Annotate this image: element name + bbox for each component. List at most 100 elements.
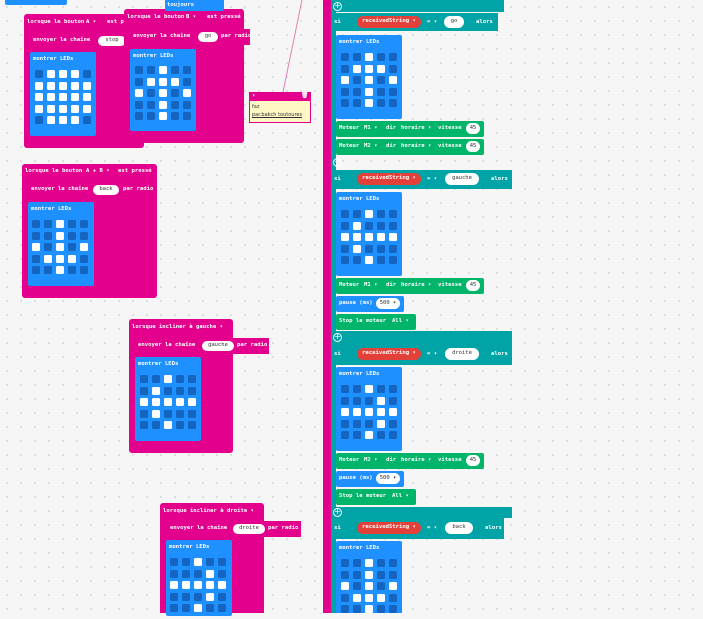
led-cell[interactable]: [80, 266, 88, 274]
led-cell[interactable]: [176, 409, 184, 418]
led-grid[interactable]: [341, 559, 401, 619]
led-cell[interactable]: [353, 99, 361, 107]
led-cell[interactable]: [341, 408, 349, 416]
led-cell[interactable]: [32, 220, 40, 228]
led-cell[interactable]: [377, 419, 385, 428]
led-cell[interactable]: [365, 419, 373, 428]
led-cell[interactable]: [365, 221, 373, 230]
event-label[interactable]: lorsque incliner à gauche: [132, 324, 223, 331]
led-cell[interactable]: [365, 256, 373, 264]
led-cell[interactable]: [389, 408, 397, 416]
led-cell[interactable]: [389, 233, 397, 241]
comment-bubble[interactable]: ▾ 🗑 faz par.bakch toutoures: [249, 92, 311, 123]
led-cell[interactable]: [188, 421, 196, 429]
led-cell[interactable]: [56, 254, 64, 263]
led-cell[interactable]: [365, 605, 373, 613]
led-cell[interactable]: [182, 558, 190, 566]
led-cell[interactable]: [377, 431, 385, 439]
stop-motor-block[interactable]: Stop le moteur All: [336, 314, 416, 330]
dir-dropdown[interactable]: horaire: [401, 143, 431, 150]
compare-op[interactable]: =: [427, 19, 437, 26]
received-var[interactable]: receivedString: [357, 173, 421, 185]
led-cell[interactable]: [365, 53, 373, 61]
led-cell[interactable]: [341, 582, 349, 590]
led-cell[interactable]: [56, 266, 64, 274]
led-cell[interactable]: [152, 386, 160, 395]
led-cell[interactable]: [194, 604, 202, 612]
led-cell[interactable]: [389, 87, 397, 96]
received-var[interactable]: receivedString: [357, 522, 421, 534]
led-cell[interactable]: [80, 220, 88, 228]
led-cell[interactable]: [80, 254, 88, 263]
led-cell[interactable]: [140, 386, 148, 395]
speed-value[interactable]: 45: [466, 123, 480, 134]
led-cell[interactable]: [183, 66, 191, 74]
led-cell[interactable]: [389, 605, 397, 613]
led-cell[interactable]: [171, 112, 179, 120]
led-cell[interactable]: [47, 70, 55, 78]
compare-value[interactable]: gauche: [445, 173, 479, 185]
show-leds-block[interactable]: montrer LEDs: [336, 192, 402, 276]
led-cell[interactable]: [341, 570, 349, 579]
led-cell[interactable]: [171, 77, 179, 86]
led-cell[interactable]: [365, 559, 373, 567]
led-cell[interactable]: [80, 231, 88, 240]
received-var[interactable]: receivedString: [357, 16, 421, 28]
show-leds-block[interactable]: montrer LEDs: [28, 202, 94, 286]
led-cell[interactable]: [135, 66, 143, 74]
led-cell[interactable]: [365, 570, 373, 579]
led-cell[interactable]: [182, 592, 190, 601]
led-cell[interactable]: [341, 396, 349, 405]
led-cell[interactable]: [353, 64, 361, 73]
led-cell[interactable]: [170, 558, 178, 566]
led-cell[interactable]: [353, 419, 361, 428]
string-value[interactable]: stop: [98, 36, 126, 46]
led-cell[interactable]: [159, 89, 167, 97]
dir-dropdown[interactable]: horaire: [401, 457, 431, 464]
motor-dropdown[interactable]: M1: [364, 125, 378, 132]
led-cell[interactable]: [32, 243, 40, 251]
led-cell[interactable]: [59, 104, 67, 113]
led-cell[interactable]: [164, 386, 172, 395]
stop-dropdown[interactable]: All: [392, 493, 409, 500]
led-cell[interactable]: [171, 100, 179, 109]
led-cell[interactable]: [182, 581, 190, 589]
led-cell[interactable]: [135, 77, 143, 86]
led-cell[interactable]: [159, 77, 167, 86]
led-cell[interactable]: [341, 244, 349, 253]
led-cell[interactable]: [183, 89, 191, 97]
led-cell[interactable]: [377, 64, 385, 73]
led-cell[interactable]: [83, 116, 91, 124]
led-cell[interactable]: [68, 231, 76, 240]
led-cell[interactable]: [83, 70, 91, 78]
led-cell[interactable]: [140, 409, 148, 418]
partial-block[interactable]: [5, 0, 67, 5]
add-branch-icon[interactable]: +: [333, 507, 342, 517]
button-dropdown[interactable]: B: [186, 14, 196, 21]
led-cell[interactable]: [365, 396, 373, 405]
compare-value[interactable]: go: [444, 16, 464, 28]
led-cell[interactable]: [218, 592, 226, 601]
led-cell[interactable]: [194, 558, 202, 566]
event-label[interactable]: lorsque incliner à droite: [163, 508, 254, 515]
send-block[interactable]: envoyer la chaîne go par radio: [128, 29, 251, 45]
led-cell[interactable]: [170, 581, 178, 589]
led-cell[interactable]: [365, 76, 373, 84]
led-cell[interactable]: [365, 385, 373, 393]
led-cell[interactable]: [353, 53, 361, 61]
led-cell[interactable]: [164, 421, 172, 429]
led-cell[interactable]: [32, 266, 40, 274]
motor-block[interactable]: Moteur M1 dir horaire vitesse 45: [336, 121, 484, 137]
show-leds-block[interactable]: montrer LEDs: [336, 541, 402, 613]
led-cell[interactable]: [32, 254, 40, 263]
trash-icon[interactable]: 🗑: [301, 93, 309, 99]
led-cell[interactable]: [183, 112, 191, 120]
led-cell[interactable]: [182, 604, 190, 612]
led-cell[interactable]: [147, 89, 155, 97]
stop-motor-block[interactable]: Stop le moteur All: [336, 489, 416, 505]
led-cell[interactable]: [365, 408, 373, 416]
led-cell[interactable]: [47, 116, 55, 124]
led-grid[interactable]: [341, 53, 401, 113]
led-cell[interactable]: [56, 231, 64, 240]
send-block[interactable]: envoyer la chaîne gauche par radio: [134, 338, 269, 354]
